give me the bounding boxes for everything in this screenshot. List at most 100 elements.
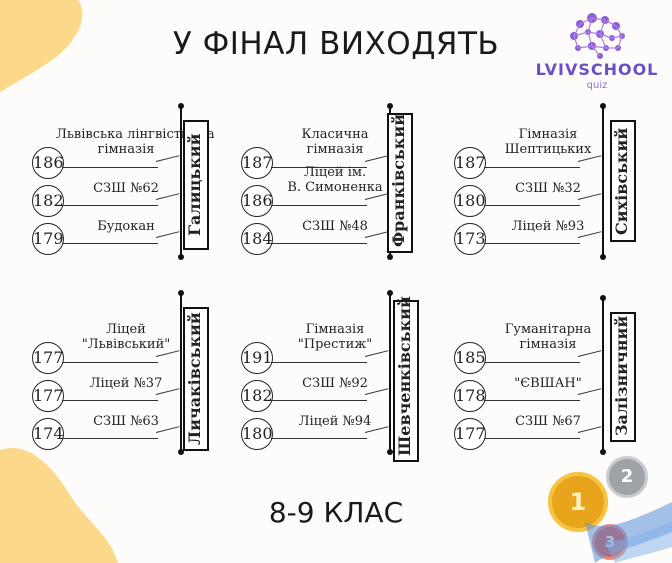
connector-line xyxy=(62,167,158,168)
top-left-blob xyxy=(0,0,83,92)
school-name-line: Ліцей №94 xyxy=(298,414,372,429)
school-name-line: Будокан xyxy=(97,219,155,234)
score-badge: 173 xyxy=(454,223,486,255)
connector-line xyxy=(62,438,158,439)
school-row: 177 СЗШ №67 xyxy=(454,410,654,450)
school-name-line: гімназія xyxy=(97,142,155,157)
score-badge: 178 xyxy=(454,380,486,412)
bracket-line xyxy=(602,105,604,257)
school-name: СЗШ №32 xyxy=(478,181,618,196)
district-label: Галицький xyxy=(183,120,209,250)
school-name: СЗШ №67 xyxy=(478,414,618,429)
school-name: СЗШ №92 xyxy=(265,376,405,391)
score-badge: 182 xyxy=(32,185,64,217)
school-name-line: "ЄВШАН" xyxy=(514,376,582,391)
school-row: 178 "ЄВШАН" xyxy=(454,372,654,412)
school-name-line: СЗШ №67 xyxy=(515,414,581,429)
school-name-line: гімназія xyxy=(519,337,577,352)
bracket-dot xyxy=(178,254,184,260)
school-row: 173 Ліцей №93 xyxy=(454,215,654,255)
district-label: Сихівський xyxy=(610,120,636,242)
connector-line xyxy=(271,205,367,206)
connector-line xyxy=(484,167,580,168)
bottom-left-blob xyxy=(0,448,118,563)
school-name-line: Ліцей №93 xyxy=(511,219,585,234)
school-name-line: В. Симоненка xyxy=(287,180,383,195)
school-name-line: СЗШ №92 xyxy=(302,376,368,391)
connector-line xyxy=(62,400,158,401)
school-name: Ліцей №37 xyxy=(56,376,196,391)
bracket-line xyxy=(180,292,182,452)
score-badge: 185 xyxy=(454,342,486,374)
school-name: Ліцей"Львівський" xyxy=(56,322,196,352)
district-label: Залізничний xyxy=(610,312,636,442)
score-badge: 177 xyxy=(32,380,64,412)
bracket-dot xyxy=(387,103,393,109)
school-name-line: Шептицьких xyxy=(504,142,592,157)
score-badge: 174 xyxy=(32,418,64,450)
school-name-line: Гімназія xyxy=(518,127,578,142)
school-name-line: Гуманітарна xyxy=(504,322,592,337)
school-name: СЗШ №48 xyxy=(265,219,405,234)
score-badge: 186 xyxy=(32,147,64,179)
connector-line xyxy=(484,438,580,439)
logo-name: LVIVSCHOOL xyxy=(535,60,659,79)
score-badge: 187 xyxy=(241,147,273,179)
bracket-dot xyxy=(600,103,606,109)
connector-line xyxy=(62,243,158,244)
ribbon-decoration xyxy=(585,502,672,563)
school-name-line: "Львівський" xyxy=(81,337,171,352)
score-badge: 180 xyxy=(241,418,273,450)
score-badge: 184 xyxy=(241,223,273,255)
score-badge: 177 xyxy=(32,342,64,374)
score-badge: 177 xyxy=(454,418,486,450)
connector-line xyxy=(484,243,580,244)
connector-line xyxy=(62,205,158,206)
connector-line xyxy=(484,400,580,401)
school-name-line: СЗШ №48 xyxy=(302,219,368,234)
score-badge: 180 xyxy=(454,185,486,217)
school-name-line: Львівська лінгвістична xyxy=(56,127,215,142)
medal-1-icon: 1 xyxy=(548,472,608,532)
medal-2-icon: 2 xyxy=(606,456,648,498)
grade-label: 8-9 КЛАС xyxy=(268,496,404,529)
school-name: Будокан xyxy=(56,219,196,234)
school-row: 180 Ліцей №94 xyxy=(241,410,441,450)
connector-line xyxy=(271,243,367,244)
school-row: 179 Будокан xyxy=(32,215,232,255)
connector-line xyxy=(484,362,580,363)
bracket-line xyxy=(389,292,391,452)
score-badge: 179 xyxy=(32,223,64,255)
district-label: Шевченківський xyxy=(393,296,419,462)
connector-line xyxy=(271,438,367,439)
bracket-dot xyxy=(178,449,184,455)
school-name: Гімназія"Престиж" xyxy=(265,322,405,352)
school-name-line: Класична xyxy=(301,127,369,142)
bracket-dot xyxy=(600,295,606,301)
school-name-line: СЗШ №32 xyxy=(515,181,581,196)
school-name: Ліцей ім.В. Симоненка xyxy=(265,165,405,195)
school-row: 180 СЗШ №32 xyxy=(454,177,654,217)
school-name: "ЄВШАН" xyxy=(478,376,618,391)
school-name: Ліцей №94 xyxy=(265,414,405,429)
school-name-line: Гімназія xyxy=(305,322,365,337)
medal-1-label: 1 xyxy=(569,488,587,516)
bracket-dot xyxy=(178,103,184,109)
school-name: Ліцей №93 xyxy=(478,219,618,234)
connector-line xyxy=(271,362,367,363)
